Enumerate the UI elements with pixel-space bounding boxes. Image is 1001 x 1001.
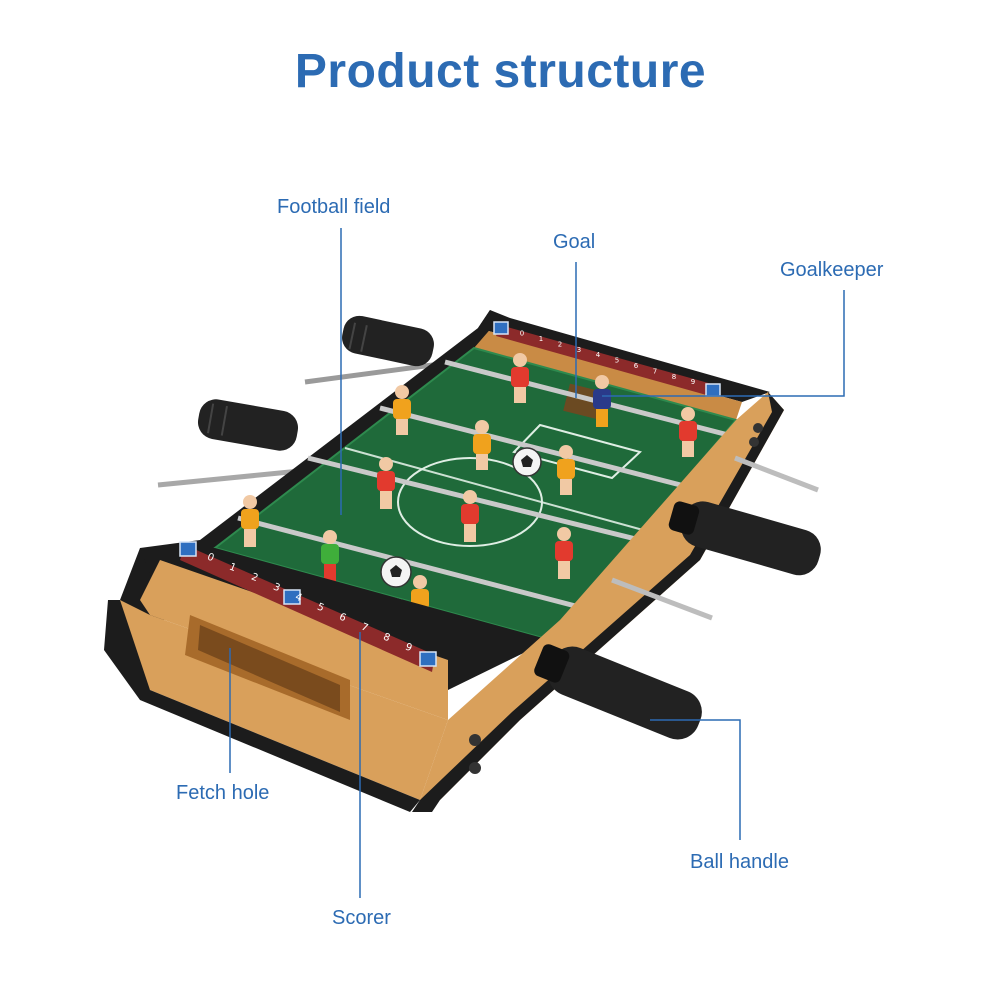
scoreboard-digit: 5 (615, 357, 619, 365)
ball-handle-leader (650, 719, 741, 840)
far-wall (474, 310, 770, 420)
player-orange (473, 420, 491, 470)
player-green (321, 530, 339, 582)
label-fetch-hole: Fetch hole (176, 782, 270, 804)
scoreboard-digit: 5 (315, 602, 325, 615)
scoreboard-digit: 8 (672, 373, 676, 381)
scoreboard-digit: 3 (577, 346, 581, 354)
scoreboard-digit: 4 (293, 592, 303, 605)
goalkeeper-icon (593, 375, 611, 427)
ball-icon (512, 447, 542, 477)
back-handle-1 (342, 315, 434, 367)
scoreboard-digit: 1 (539, 335, 543, 343)
right-end-panel (412, 392, 784, 812)
goalkeeper-leader (602, 290, 845, 397)
scoreboard-digit: 9 (403, 642, 413, 655)
scoreboard-digit: 7 (359, 622, 369, 635)
label-scorer: Scorer (332, 907, 391, 929)
player-red (377, 457, 395, 509)
scoreboard-digit: 2 (558, 340, 562, 348)
label-ball-handle: Ball handle (690, 851, 789, 873)
callout-lines (229, 228, 845, 898)
scoreboard-digit: 0 (520, 330, 524, 338)
scoreboard-digit: 0 (205, 552, 215, 565)
fetch-hole-panel (104, 600, 448, 812)
ball-handle-icon (668, 501, 821, 576)
player-red (511, 353, 529, 403)
rods-front (611, 455, 819, 621)
player-red (679, 407, 697, 457)
near-wall (140, 545, 550, 720)
scoreboard-digit: 7 (653, 367, 657, 375)
scoreboard-digit: 3 (271, 582, 281, 595)
ball-icon (380, 556, 412, 588)
scoreboard-digit: 2 (249, 572, 259, 585)
scoreboard-digit: 4 (596, 351, 601, 359)
label-goalkeeper: Goalkeeper (780, 259, 884, 281)
player-red (461, 490, 479, 542)
scoreboard-digit: 9 (691, 378, 695, 386)
label-goal: Goal (553, 231, 596, 253)
back-handle-2 (197, 399, 299, 451)
ball-handle-icon (534, 644, 702, 740)
page-title: Product structure (294, 45, 707, 98)
scoreboard-digit: 8 (381, 632, 391, 645)
player-orange (241, 495, 259, 547)
score-marker-icon (179, 541, 437, 667)
scoreboard-digit: 6 (634, 362, 639, 370)
scoreboard-digit: 6 (337, 612, 347, 625)
scoreboard-digit: 1 (227, 562, 237, 575)
player-orange (393, 385, 411, 435)
label-football-field: Football field (277, 196, 391, 218)
player-orange (557, 445, 575, 495)
player-red (555, 527, 573, 579)
